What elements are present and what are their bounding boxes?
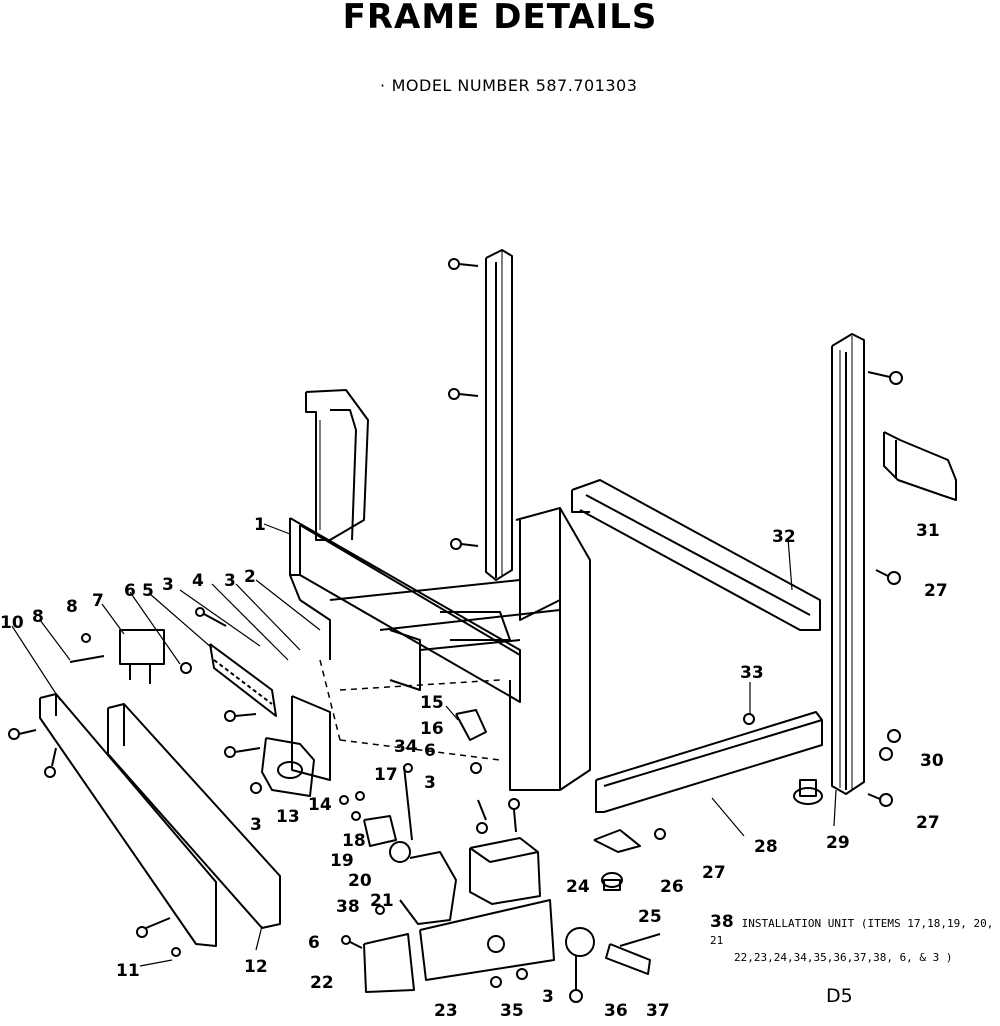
callout-6c: 6 (308, 933, 320, 953)
rod-34 (403, 763, 413, 841)
clip-15 (455, 709, 487, 741)
plate-22 (363, 933, 415, 993)
callout-2: 2 (244, 567, 256, 587)
callout-6: 6 (124, 581, 136, 601)
callout-33: 33 (740, 663, 764, 683)
front-rail (289, 517, 521, 703)
plate-23 (419, 899, 555, 981)
clip-26 (593, 829, 641, 853)
callout-3: 3 (224, 571, 236, 591)
page-title: FRAME DETAILS (342, 0, 658, 37)
callout-37: 37 (646, 1001, 670, 1021)
upright-right (831, 333, 865, 795)
model-number: ·MODEL NUMBER 587.701303 (380, 76, 638, 95)
callout-25: 25 (638, 907, 662, 927)
callout-15: 15 (420, 693, 444, 713)
callout-14: 14 (308, 795, 332, 815)
foot-25 (601, 872, 623, 891)
callout-7: 7 (92, 591, 104, 611)
bottom-rail (595, 711, 823, 813)
back-panel-left (305, 389, 369, 541)
model-number-text: MODEL NUMBER 587.701303 (391, 76, 638, 95)
callout-16: 16 (420, 719, 444, 739)
connector-37 (605, 933, 661, 975)
callout-31: 31 (916, 521, 940, 541)
screws (8, 371, 903, 988)
top-back-rail (571, 479, 821, 631)
callout-1: 1 (254, 515, 266, 535)
callout-10: 10 (0, 613, 24, 633)
housing-24 (469, 837, 541, 905)
callout-19: 19 (330, 851, 354, 871)
callout-30: 30 (920, 751, 944, 771)
callout-35: 35 (500, 1001, 524, 1021)
switch-7 (119, 629, 165, 684)
upright-screws (448, 258, 479, 550)
callout-23: 23 (434, 1001, 458, 1021)
bar-10 (39, 693, 217, 947)
callout-20: 20 (348, 871, 372, 891)
callout-3b: 3 (162, 575, 174, 595)
callout-3d: 3 (424, 773, 436, 793)
connector-36 (565, 927, 595, 1003)
terminal-block (209, 643, 277, 717)
upright-left (485, 249, 513, 581)
callout-27b: 27 (916, 813, 940, 833)
callout-28: 28 (754, 837, 778, 857)
side-panel-right (509, 507, 591, 791)
callout-22: 22 (310, 973, 334, 993)
callout-34: 34 (394, 737, 418, 757)
panel-14 (291, 695, 331, 781)
note-number: 38 (710, 912, 734, 932)
callout-8a: 8 (66, 597, 78, 617)
callout-36: 36 (604, 1001, 628, 1021)
callout-3c: 3 (250, 815, 262, 835)
callout-38: 38 (336, 897, 360, 917)
foot-right (793, 779, 823, 805)
callout-3e: 3 (542, 987, 554, 1007)
callout-24: 24 (566, 877, 590, 897)
diagram-code: D5 (826, 985, 853, 1007)
bracket-13 (261, 737, 315, 797)
callout-5: 5 (142, 581, 154, 601)
bar-12 (107, 703, 281, 929)
callout-8b: 8 (32, 607, 44, 627)
callout-29: 29 (826, 833, 850, 853)
callout-21: 21 (370, 891, 394, 911)
callout-6b: 6 (424, 741, 436, 761)
callout-18: 18 (342, 831, 366, 851)
note-line-2: 22,23,24,34,35,36,37,38, 6, & 3 ) (734, 951, 953, 964)
callout-4: 4 (192, 571, 204, 591)
callout-11: 11 (116, 961, 140, 981)
callout-13: 13 (276, 807, 300, 827)
timer-assembly (363, 815, 457, 925)
callout-12: 12 (244, 957, 268, 977)
bracket-31 (883, 431, 957, 501)
callout-27a: 27 (702, 863, 726, 883)
callout-26: 26 (660, 877, 684, 897)
cross-members (329, 579, 561, 691)
callout-32: 32 (772, 527, 796, 547)
callout-17: 17 (374, 765, 398, 785)
callout-27c: 27 (924, 581, 948, 601)
note-line-1: INSTALLATION UNIT (ITEMS 17,18,19, 20, 2… (710, 917, 994, 947)
